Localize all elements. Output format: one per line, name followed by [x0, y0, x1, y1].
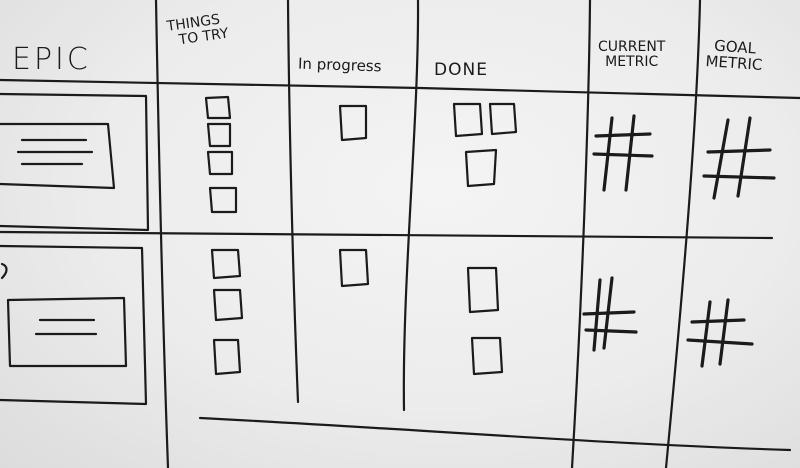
note	[206, 150, 234, 176]
divider-progress-done	[402, 0, 420, 412]
row-divider-1	[0, 230, 774, 240]
column-dividers	[154, 0, 702, 468]
hash-icon	[592, 114, 654, 192]
note	[470, 336, 504, 376]
note	[204, 95, 232, 120]
note	[210, 248, 242, 280]
note	[338, 104, 368, 142]
note	[452, 102, 484, 138]
hash-icon	[686, 298, 754, 368]
header-goal-metric: GOAL METRIC	[704, 36, 763, 74]
note	[212, 288, 244, 322]
epic-card-2	[0, 244, 148, 406]
divider-epic-things	[154, 0, 170, 468]
note	[464, 148, 498, 188]
header-current-metric: CURRENT METRIC	[598, 39, 666, 70]
note	[212, 338, 242, 376]
row-divider-2	[198, 416, 792, 452]
header-epic: EPIC	[12, 42, 91, 77]
note	[338, 248, 370, 288]
hash-icon	[702, 116, 776, 200]
note	[466, 266, 500, 314]
notes	[204, 95, 518, 376]
divider-current-goal	[664, 0, 702, 468]
note	[208, 186, 238, 214]
hash-icon	[582, 276, 638, 352]
epic-card-1	[0, 92, 150, 232]
header-line	[0, 78, 800, 100]
note	[206, 122, 232, 148]
row-dividers	[0, 78, 800, 452]
divider-done-current	[570, 0, 592, 468]
hash-marks	[582, 114, 776, 368]
header-done: DONE	[434, 60, 488, 80]
header-in-progress: In progress	[297, 54, 382, 76]
divider-things-progress	[286, 0, 300, 404]
note	[488, 102, 518, 136]
